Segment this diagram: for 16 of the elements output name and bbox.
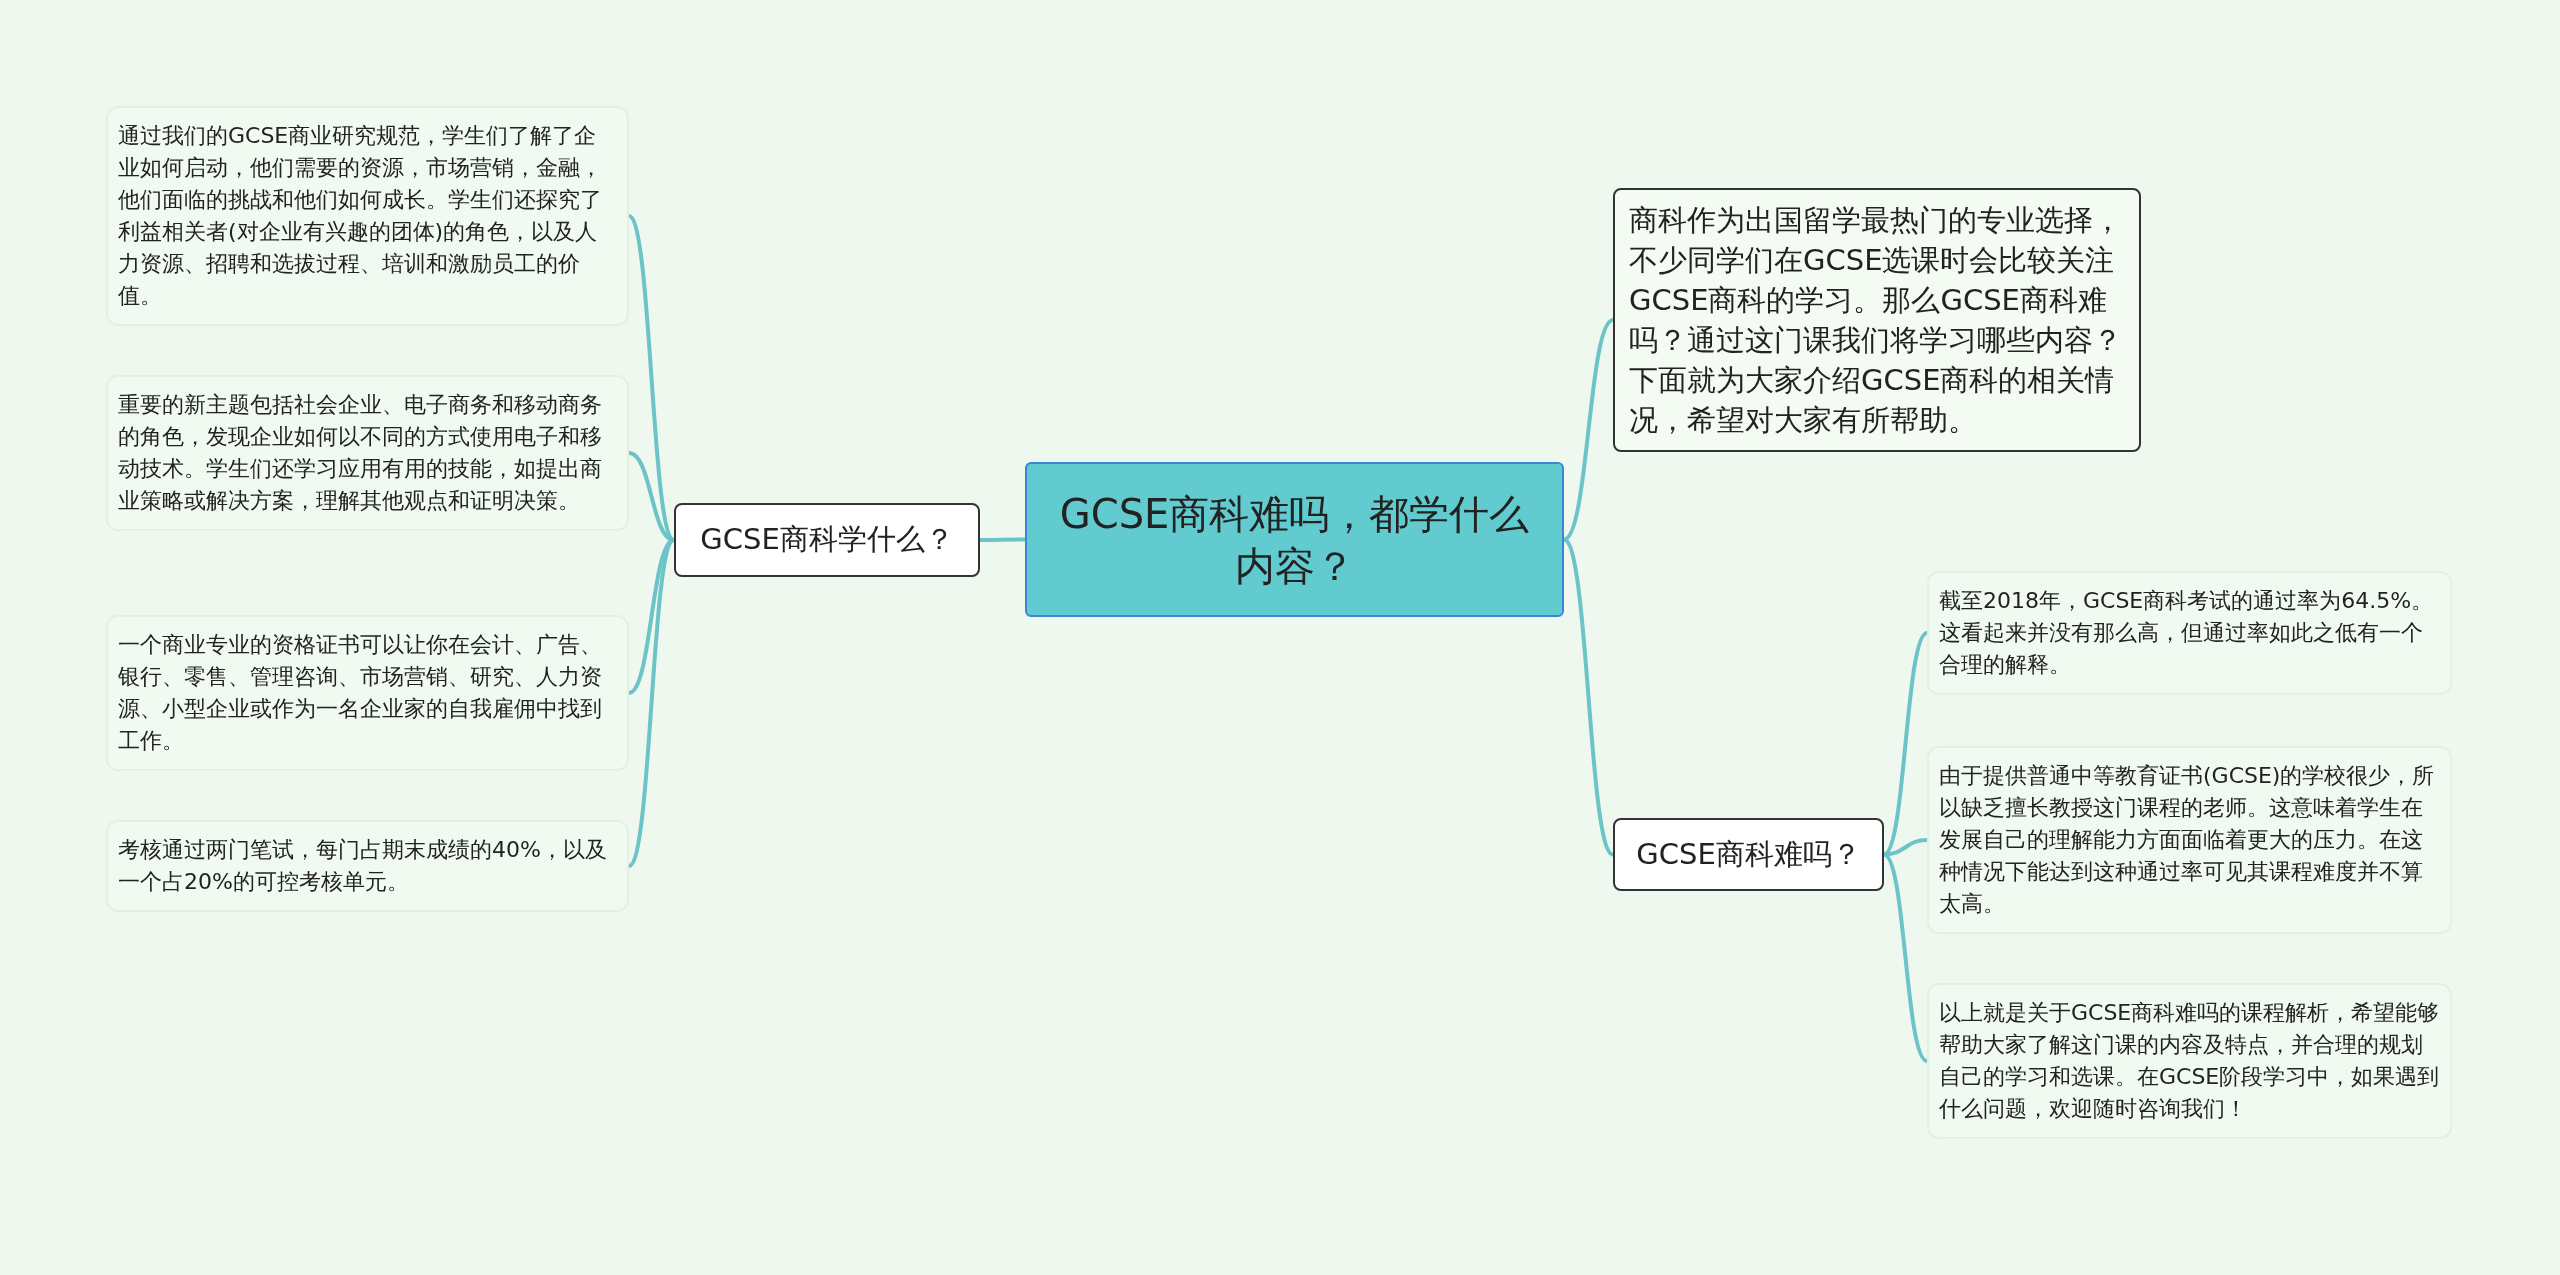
- central-topic-box: GCSE商科难吗，都学什么内容？: [1025, 462, 1564, 617]
- note-box: 截至2018年，GCSE商科考试的通过率为64.5%。这看起来并没有那么高，但通过率如此之低有一个合理的解释。: [1927, 571, 2452, 695]
- note-box: 重要的新主题包括社会企业、电子商务和移动商务的角色，发现企业如何以不同的方式使用电子和移动技术。学生们还学习应用有用的技能，如提出商业策略或解决方案，理解其他观点和证明决策。: [106, 375, 629, 531]
- connector-line: [1562, 318, 1615, 542]
- topic-box: GCSE商科难吗？: [1613, 818, 1884, 891]
- topic-box: GCSE商科学什么？: [674, 503, 980, 577]
- connector-line: [1562, 538, 1615, 856]
- note-box: 一个商业专业的资格证书可以让你在会计、广告、银行、零售、管理咨询、市场营销、研究、人力资源、小型企业或作为一名企业家的自我雇佣中找到工作。: [106, 615, 629, 771]
- note-box: 由于提供普通中等教育证书(GCSE)的学校很少，所以缺乏擅长教授这门课程的老师。这意味着学生在发展自己的理解能力方面面临着更大的压力。在这种情况下能达到这种通过率可见其课程难度并不算太高。: [1927, 746, 2452, 934]
- intro-box: 商科作为出国留学最热门的专业选择，不少同学们在GCSE选课时会比较关注GCSE商科的学习。那么GCSE商科难吗？通过这门课我们将学习哪些内容？下面就为大家介绍GCSE商科的相关情况，希望对大家有所帮助。: [1613, 188, 2141, 452]
- connector-line: [1883, 838, 1928, 857]
- connector-line: [628, 451, 675, 542]
- connector-line: [980, 537, 1025, 542]
- note-box: 考核通过两门笔试，每门占期末成绩的40%，以及一个占20%的可控考核单元。: [106, 820, 629, 912]
- note-box: 通过我们的GCSE商业研究规范，学生们了解了企业如何启动，他们需要的资源，市场营销，金融，他们面临的挑战和他们如何成长。学生们还探究了利益相关者(对企业有兴趣的团体)的角色，以及人力资源、招聘和选拔过程、培训和激励员工的价值。: [106, 106, 629, 326]
- note-box: 以上就是关于GCSE商科难吗的课程解析，希望能够帮助大家了解这门课的内容及特点，并合理的规划自己的学习和选课。在GCSE阶段学习中，如果遇到什么问题，欢迎随时咨询我们！: [1927, 983, 2452, 1139]
